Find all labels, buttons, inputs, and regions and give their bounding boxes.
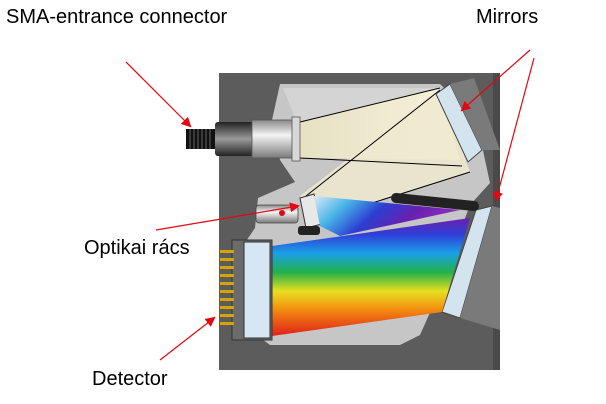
reflected-beam bbox=[300, 88, 470, 222]
arrow-mirror-2 bbox=[493, 57, 535, 202]
grating-label: Optikai rács bbox=[84, 237, 190, 259]
detector bbox=[220, 239, 273, 341]
dispersed-fan-small bbox=[314, 196, 460, 236]
baffle bbox=[391, 193, 479, 211]
arrow-grating bbox=[155, 202, 300, 231]
grating-assembly bbox=[255, 193, 323, 235]
sma-connector bbox=[186, 116, 301, 162]
arrow-detector bbox=[159, 316, 216, 361]
detector-label: Detector bbox=[92, 368, 168, 390]
pointer-arrows bbox=[125, 49, 535, 361]
sma-connector-label: SMA-entrance connector bbox=[6, 6, 228, 28]
mirror-1 bbox=[435, 78, 500, 163]
arrow-mirror-1 bbox=[460, 49, 531, 112]
spectrum-fan bbox=[272, 218, 470, 336]
mirror-2 bbox=[441, 205, 500, 330]
mirrors-label: Mirrors bbox=[476, 6, 539, 28]
arrow-sma bbox=[125, 61, 192, 128]
